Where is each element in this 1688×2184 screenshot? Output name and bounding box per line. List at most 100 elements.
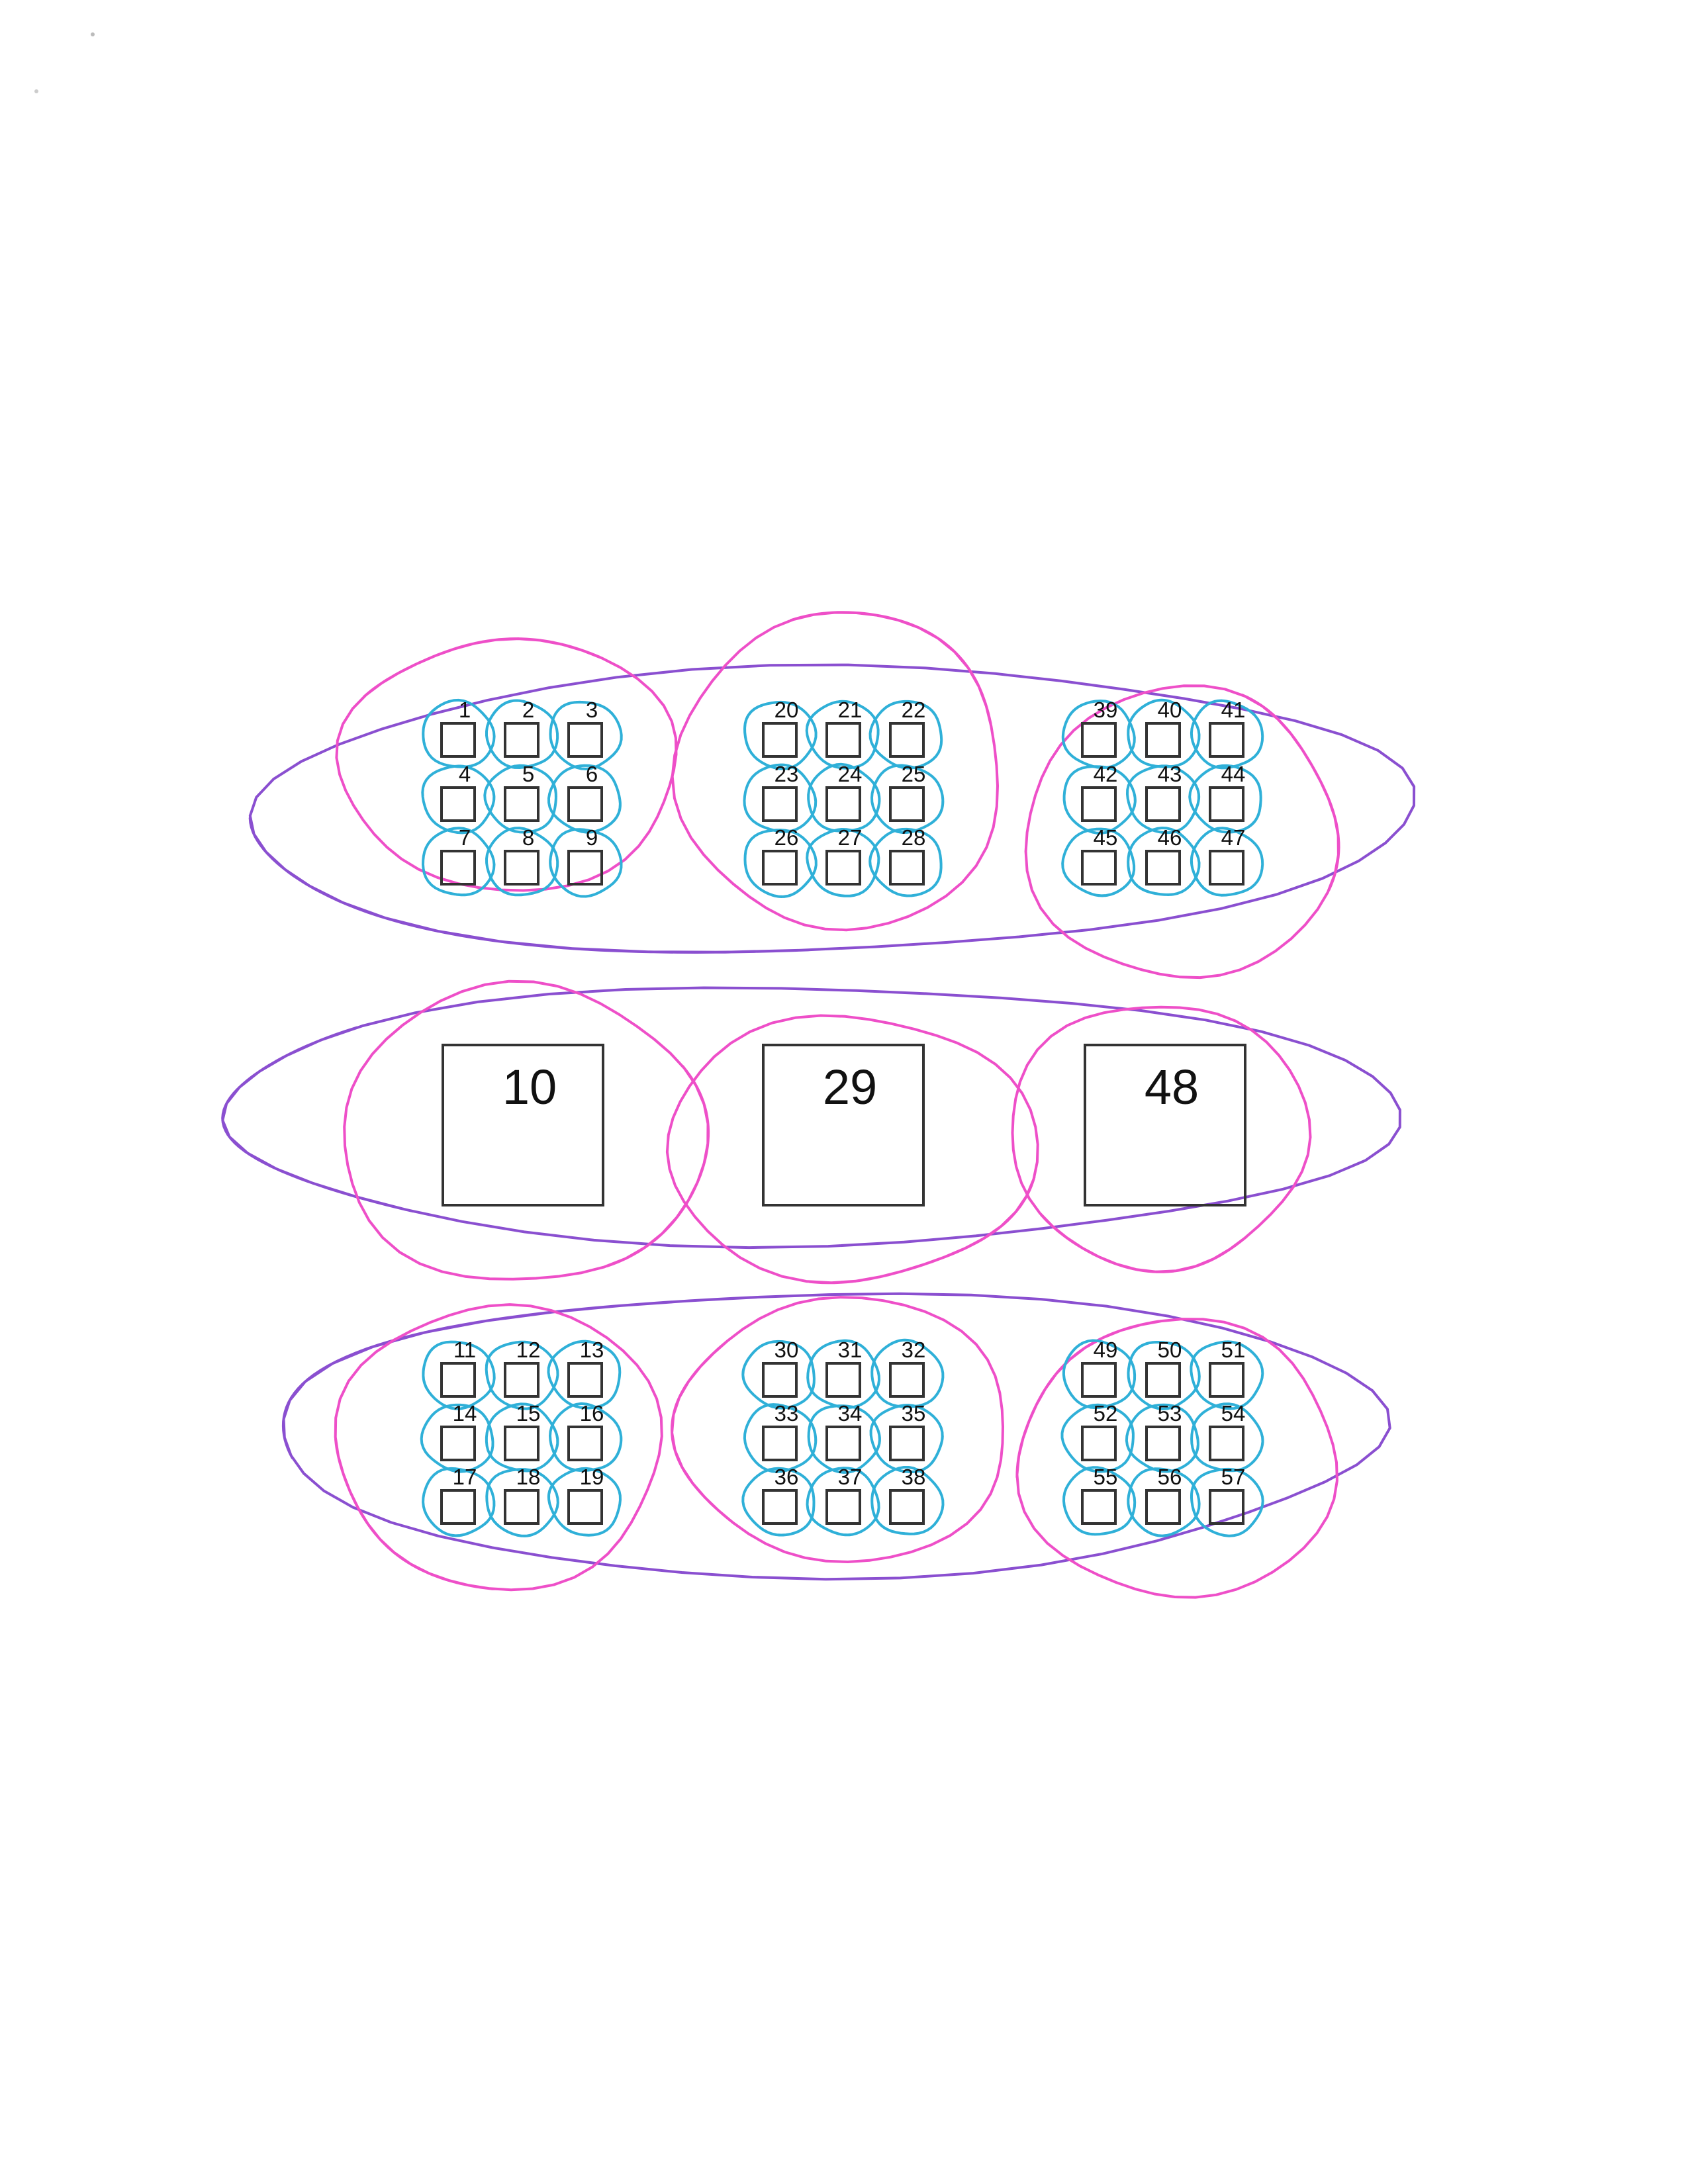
item-label: 28: [902, 825, 926, 850]
item-label: 51: [1221, 1338, 1246, 1362]
item-loop-1: [422, 698, 496, 768]
pink-group-loops: [334, 611, 1340, 1599]
item-label: 25: [902, 762, 926, 786]
item-label: 3: [586, 698, 598, 722]
item-label: 50: [1158, 1338, 1182, 1362]
item-label: 16: [580, 1401, 604, 1426]
item-label: 57: [1221, 1465, 1246, 1489]
item-box-39: [1081, 722, 1117, 758]
item-box-38: [889, 1489, 925, 1525]
item-box-17: [440, 1489, 476, 1525]
item-box-46: [1145, 850, 1181, 886]
item-label: 19: [580, 1465, 604, 1489]
item-loop-51: [1190, 1340, 1264, 1410]
item-label: 42: [1094, 762, 1118, 786]
item-box-36: [762, 1489, 798, 1525]
item-label: 27: [838, 825, 863, 850]
item-box-53: [1145, 1426, 1181, 1461]
item-loop-9: [549, 828, 623, 898]
item-label: 46: [1158, 825, 1182, 850]
item-loop-27: [806, 828, 880, 897]
item-label: 1: [459, 698, 471, 722]
item-label: 34: [838, 1401, 863, 1426]
item-label: 15: [516, 1401, 541, 1426]
item-label: 33: [774, 1401, 799, 1426]
item-label: 5: [522, 762, 534, 786]
item-box-23: [762, 786, 798, 822]
item-box-34: [825, 1426, 861, 1461]
item-box-12: [504, 1362, 539, 1398]
item-box-13: [567, 1362, 603, 1398]
item-box-33: [762, 1426, 798, 1461]
group-loop-middle-1: [343, 979, 710, 1281]
item-label: 4: [459, 762, 471, 786]
item-loop-30: [741, 1340, 816, 1410]
item-loop-18: [485, 1468, 559, 1537]
item-box-54: [1209, 1426, 1244, 1461]
item-box-2: [504, 722, 539, 758]
item-label: 49: [1094, 1338, 1118, 1362]
item-loop-25: [870, 764, 945, 834]
item-loop-6: [547, 764, 622, 834]
item-box-15: [504, 1426, 539, 1461]
row-loop-bottom: [281, 1292, 1391, 1581]
big-box-48: [1084, 1044, 1246, 1206]
item-label: 23: [774, 762, 799, 786]
item-box-31: [825, 1362, 861, 1398]
group-loop-middle-3: [1011, 1005, 1312, 1273]
item-box-42: [1081, 786, 1117, 822]
item-label: 2: [522, 698, 534, 722]
group-loop-bottom-1: [334, 1303, 663, 1592]
group-loop-bottom-3: [1015, 1318, 1338, 1599]
item-box-43: [1145, 786, 1181, 822]
item-label: 26: [774, 825, 799, 850]
item-label: 53: [1158, 1401, 1182, 1426]
item-box-30: [762, 1362, 798, 1398]
item-loop-53: [1125, 1403, 1199, 1473]
item-label: 14: [453, 1401, 477, 1426]
item-label: 6: [586, 762, 598, 786]
item-loop-22: [868, 700, 943, 770]
item-box-14: [440, 1426, 476, 1461]
item-label: 41: [1221, 698, 1246, 722]
item-loop-41: [1190, 699, 1264, 770]
item-box-28: [889, 850, 925, 886]
item-box-32: [889, 1362, 925, 1398]
item-loop-5: [483, 764, 557, 834]
item-label: 43: [1158, 762, 1182, 786]
row-loop-top: [248, 663, 1416, 954]
item-label: 40: [1158, 698, 1182, 722]
item-loop-46: [1127, 827, 1201, 896]
item-box-18: [504, 1489, 539, 1525]
item-loop-3: [549, 700, 623, 770]
item-box-41: [1209, 722, 1244, 758]
item-box-37: [825, 1489, 861, 1525]
item-box-55: [1081, 1489, 1117, 1525]
big-box-10: [442, 1044, 604, 1206]
group-loop-bottom-2: [671, 1296, 1004, 1563]
item-loop-19: [547, 1467, 622, 1537]
item-label: 12: [516, 1338, 541, 1362]
item-label: 39: [1094, 698, 1118, 722]
item-box-56: [1145, 1489, 1181, 1525]
item-box-1: [440, 722, 476, 758]
item-loop-38: [870, 1466, 945, 1535]
scan-speck: [34, 89, 38, 93]
big-box-label: 10: [502, 1060, 557, 1115]
item-loop-23: [743, 763, 818, 833]
item-box-50: [1145, 1362, 1181, 1398]
item-label: 24: [838, 762, 863, 786]
item-loop-32: [870, 1338, 945, 1408]
item-box-9: [567, 850, 603, 886]
cyan-item-loops: [420, 698, 1264, 1537]
item-loop-39: [1061, 700, 1136, 770]
item-loop-50: [1127, 1341, 1201, 1410]
item-loop-14: [420, 1403, 494, 1473]
item-box-26: [762, 850, 798, 886]
item-label: 20: [774, 698, 799, 722]
item-box-16: [567, 1426, 603, 1461]
item-loop-42: [1062, 765, 1137, 835]
item-loop-43: [1126, 764, 1201, 835]
